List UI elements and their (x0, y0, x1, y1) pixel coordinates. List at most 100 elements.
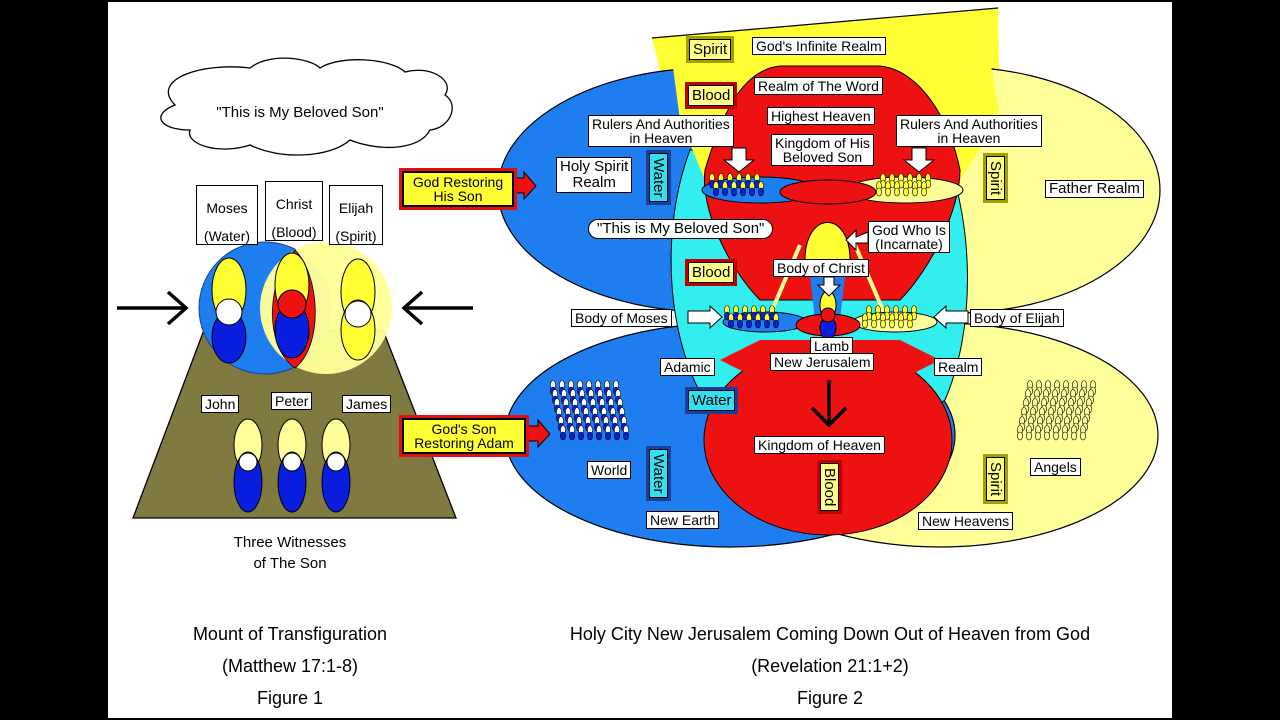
holy-spirit-realm-label: Holy Spirit Realm (556, 157, 633, 193)
arrow-left-icon (401, 290, 473, 326)
god-restoring-son-label: God Restoring His Son (399, 168, 517, 210)
disciple-label-james: James (342, 395, 392, 413)
highest-heaven-label: Highest Heaven (767, 107, 875, 125)
figure1-art (117, 57, 473, 519)
figure1-reference: (Matthew 17:1-8) (221, 656, 359, 676)
angel-figure (1053, 431, 1059, 441)
father-realm-label: Father Realm (1045, 180, 1144, 198)
adamic-label: Adamic (660, 358, 715, 376)
rulers-right-arrow-icon (902, 147, 936, 173)
angel-figure (1080, 431, 1086, 441)
lamb-label: Lamb (810, 337, 854, 355)
moses-body-figure (755, 319, 761, 329)
body-moses-arrow-icon (687, 304, 723, 330)
body-christ-arrow-icon (816, 276, 842, 297)
christ-figure-head (277, 289, 307, 319)
beloved-son-quote: "This is My Beloved Son" (588, 219, 774, 239)
moses-body-figure (728, 319, 734, 329)
world-label: World (587, 461, 632, 479)
moses-name: Moses (206, 200, 248, 216)
angel-figure (1071, 431, 1077, 441)
incarnate-arrow-icon (845, 228, 869, 252)
figure1-label: Figure 1 (256, 688, 324, 708)
moses-body-figure (773, 319, 779, 329)
blood-tag-low: Blood (817, 459, 842, 515)
new-heavens-label: New Heavens (918, 512, 1014, 530)
ruler-figure-left (758, 187, 764, 197)
disciple-label-john: John (201, 395, 240, 413)
angels-label: Angels (1030, 458, 1081, 476)
elijah-body-figure (889, 319, 895, 329)
new-earth-label: New Earth (646, 511, 720, 529)
moses-label: Moses (Water) (196, 185, 258, 245)
moses-body-figure (764, 319, 770, 329)
body-of-elijah-label: Body of Elijah (970, 309, 1064, 327)
down-arrow-icon (810, 380, 848, 428)
ruler-figure-left (749, 187, 755, 197)
elijah-element: (Spirit) (335, 228, 377, 244)
ruler-figure-right (921, 187, 927, 197)
blood-tag-mid: Blood (684, 259, 738, 286)
elijah-body-figure (907, 319, 913, 329)
ruler-figure-right (876, 187, 882, 197)
infinite-realm-label: God's Infinite Realm (752, 37, 886, 55)
disciple-figures (233, 418, 351, 513)
elijah-body-figure (898, 319, 904, 329)
rulers-right-label: Rulers And Authorities in Heaven (896, 115, 1042, 147)
ruler-figure-right (885, 187, 891, 197)
world-figure (569, 431, 575, 441)
moses-figure-head (215, 298, 243, 326)
elijah-figure-head (344, 300, 372, 328)
three-witnesses-caption: Three Witnesses of The Son (233, 534, 347, 572)
figure2-title: Holy City New Jerusalem Coming Down Out … (569, 624, 1091, 644)
cloud-text: "This is My Beloved Son" (216, 104, 384, 121)
ruler-figure-right (912, 187, 918, 197)
christ-name: Christ (275, 196, 313, 212)
figure1-title: Mount of Transfiguration (192, 624, 388, 644)
world-figure (605, 431, 611, 441)
body-of-moses-label: Body of Moses (571, 309, 672, 327)
elijah-body-figure (871, 319, 877, 329)
body-elijah-arrow-icon (933, 304, 969, 330)
moses-element: (Water) (203, 228, 251, 244)
body-of-christ-label: Body of Christ (773, 259, 869, 277)
ruler-figure-right (903, 187, 909, 197)
christ-element: (Blood) (271, 224, 317, 240)
world-figure (623, 431, 629, 441)
moses-body-figure (746, 319, 752, 329)
water-tag-mid: Water (684, 387, 739, 414)
world-figure (596, 431, 602, 441)
angel-figure (1044, 431, 1050, 441)
restoring-adam-arrow-icon (527, 418, 551, 449)
angel-figure (1062, 431, 1068, 441)
spirit-tag-upper: Spirit (983, 152, 1008, 204)
cloud-shape (160, 57, 453, 156)
crowd-groups (550, 173, 1096, 441)
disciple-label-peter: Peter (271, 392, 313, 410)
ruler-figure-right (894, 187, 900, 197)
elijah-name: Elijah (338, 200, 374, 216)
elijah-label: Elijah (Spirit) (329, 185, 383, 245)
angel-figure (1035, 431, 1041, 441)
world-figure (578, 431, 584, 441)
water-tag-low: Water (646, 445, 671, 502)
ruler-figure-left (740, 187, 746, 197)
rulers-left-label: Rulers And Authorities in Heaven (588, 115, 734, 147)
god-who-is-label: God Who Is (Incarnate) (868, 221, 950, 253)
ruler-figure-left (722, 187, 728, 197)
rulers-left-arrow-icon (722, 147, 756, 173)
christ-label: Christ (Blood) (265, 181, 323, 241)
water-tag-upper: Water (646, 149, 671, 206)
blood-tag-top: Blood (684, 82, 738, 109)
elijah-body-figure (880, 319, 886, 329)
restoring-son-arrow-icon (515, 170, 537, 201)
kingdom-of-heaven-label: Kingdom of Heaven (754, 436, 885, 454)
world-figure (614, 431, 620, 441)
spirit-tag-low: Spirit (983, 453, 1008, 505)
word-realm-label: Realm of The Word (754, 77, 883, 95)
realm-label: Realm (934, 358, 983, 376)
spirit-tag-top: Spirit (685, 36, 735, 63)
restoring-adam-label: God's Son Restoring Adam (399, 415, 529, 457)
figure2-reference: (Revelation 21:1+2) (751, 656, 909, 676)
angel-figure (1026, 431, 1032, 441)
